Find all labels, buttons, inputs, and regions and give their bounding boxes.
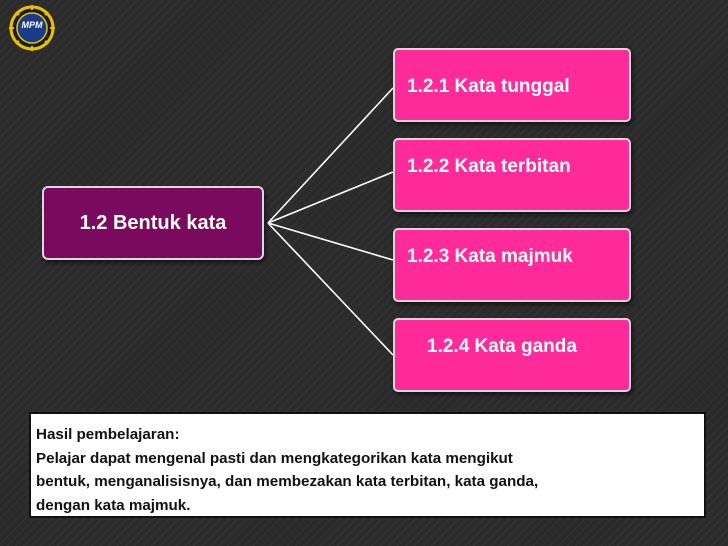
connector-2 — [267, 171, 394, 224]
child-node-kata-majmuk: 1.2.3 Kata majmuk — [393, 228, 631, 302]
child-node-kata-ganda: 1.2.4 Kata ganda — [393, 318, 631, 392]
connector-1 — [267, 87, 394, 224]
outcome-line: bentuk, menganalisisnya, dan membezakan … — [36, 473, 539, 491]
root-node: 1.2 Bentuk kata — [42, 186, 264, 260]
connector-3 — [267, 222, 394, 261]
learning-outcome-box: Hasil pembelajaran: Pelajar dapat mengen… — [29, 412, 706, 518]
logo-text: MPM — [21, 20, 43, 30]
outcome-line: dengan kata majmuk. — [36, 496, 191, 514]
connector-4 — [267, 222, 394, 356]
outcome-heading: Hasil pembelajaran: — [36, 426, 180, 443]
child-node-kata-terbitan: 1.2.2 Kata terbitan — [393, 138, 631, 212]
outcome-line: Pelajar dapat mengenal pasti dan mengkat… — [36, 449, 513, 467]
child-node-kata-tunggal: 1.2.1 Kata tunggal — [393, 48, 631, 122]
mpm-emblem-icon — [9, 5, 55, 51]
